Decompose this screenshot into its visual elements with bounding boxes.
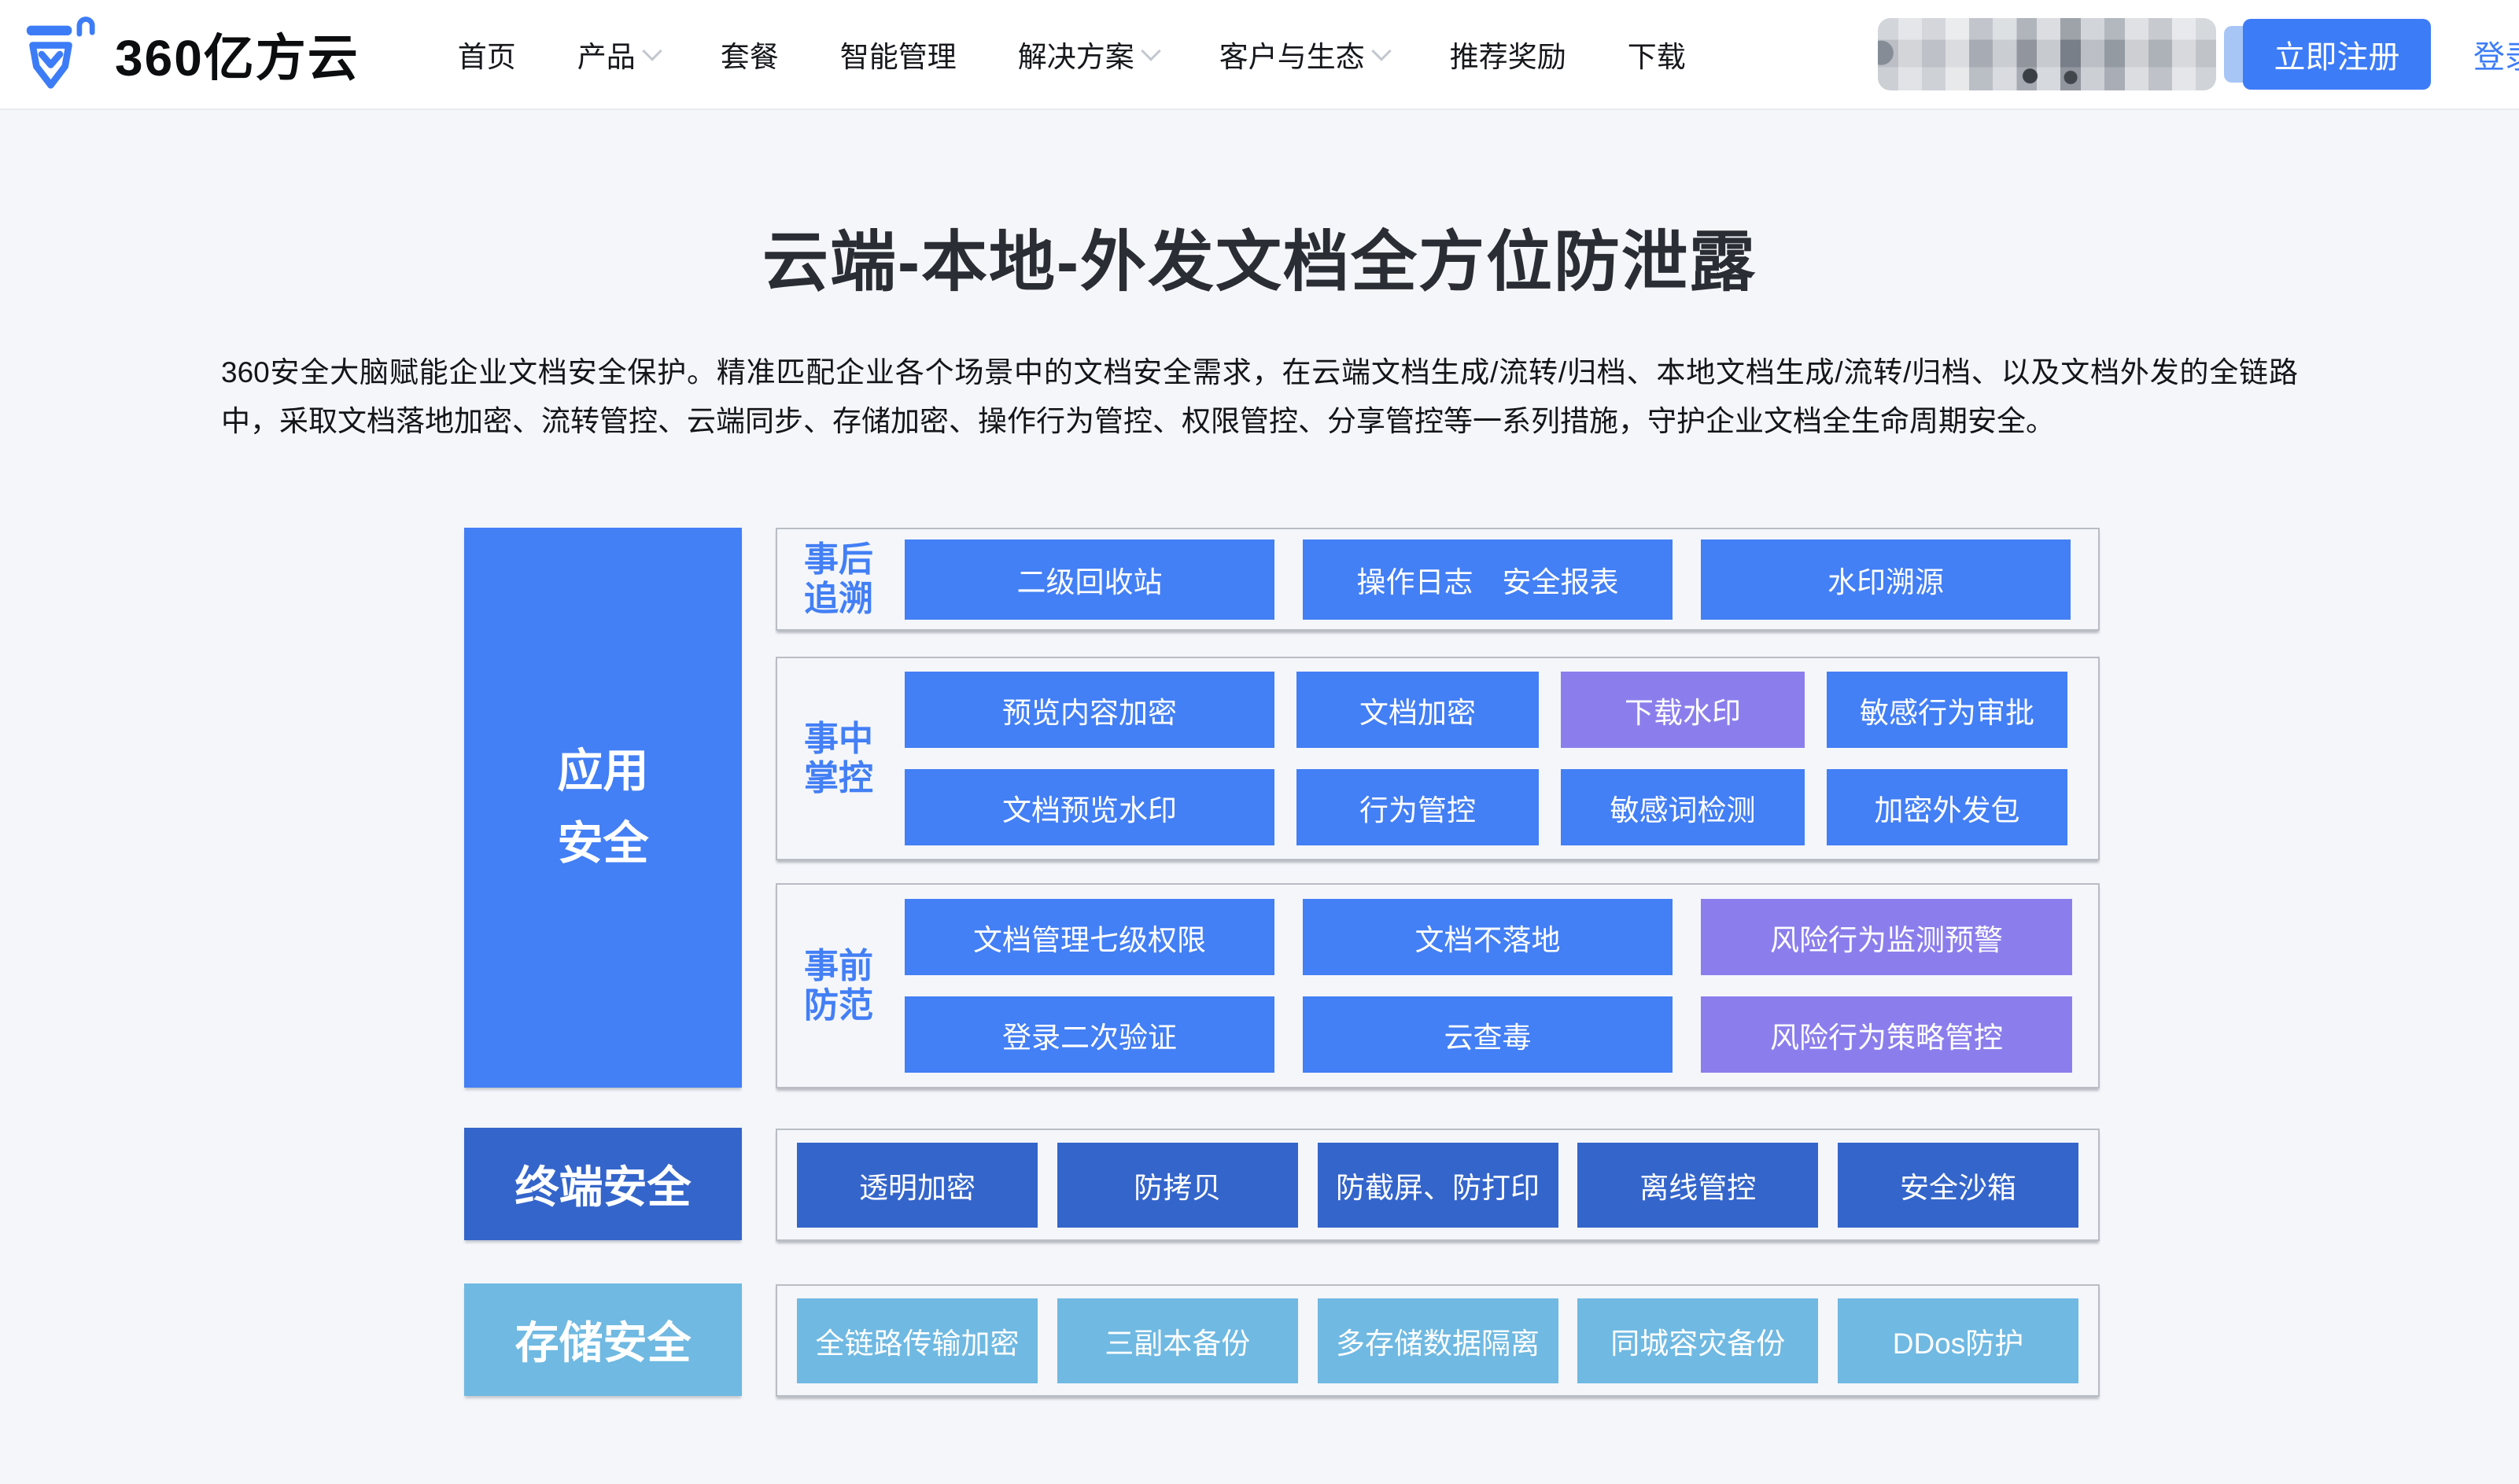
category-label: 终端安全 bbox=[514, 1162, 692, 1212]
page-description: 360安全大脑赋能企业文档安全保护。精准匹配企业各个场景中的文档安全需求，在云端… bbox=[221, 356, 2298, 437]
main-nav: 首页 产品 套餐 智能管理 解决方案 客户与生态 推荐奖励 下载 bbox=[458, 33, 1686, 75]
blurred-phone-number bbox=[1878, 18, 2216, 90]
feature-grid: 透明加密 防拷贝 防截屏、防打印 离线管控 安全沙箱 bbox=[797, 1142, 2078, 1228]
feature-block: 多存储数据隔离 bbox=[1317, 1298, 1558, 1383]
feature-block: 同城容灾备份 bbox=[1577, 1298, 1819, 1383]
register-button[interactable]: 立即注册 bbox=[2243, 19, 2431, 90]
feature-block: DDos防护 bbox=[1838, 1298, 2078, 1383]
feature-block-highlight: 风险行为监测预警 bbox=[1701, 899, 2072, 975]
category-app-security: 应用安全 bbox=[464, 528, 742, 1088]
logo-icon bbox=[26, 17, 95, 89]
stage-label: 事后追溯 bbox=[804, 539, 873, 618]
page-title: 云端-本地-外发文档全方位防泄露 bbox=[762, 225, 1757, 299]
security-diagram: 应用安全 终端安全 存储安全 事后追溯 二级回收站 操作日志 安全报表 水印溯源… bbox=[464, 528, 2519, 1397]
feature-block: 敏感词检测 bbox=[1561, 769, 1805, 845]
nav-label: 套餐 bbox=[720, 41, 779, 73]
feature-block: 操作日志 安全报表 bbox=[1303, 539, 1673, 620]
nav-label: 首页 bbox=[457, 41, 516, 73]
nav-label: 推荐奖励 bbox=[1449, 41, 1566, 73]
nav-item-download[interactable]: 下载 bbox=[1628, 33, 1686, 75]
feature-block: 三副本备份 bbox=[1057, 1298, 1298, 1383]
feature-block: 行为管控 bbox=[1296, 769, 1539, 845]
feature-grid: 文档管理七级权限 文档不落地 风险行为监测预警 登录二次验证 云查毒 风险行为策… bbox=[905, 899, 2072, 1073]
feature-block: 水印溯源 bbox=[1701, 539, 2071, 620]
feature-grid: 二级回收站 操作日志 安全报表 水印溯源 bbox=[905, 539, 2071, 620]
feature-block: 加密外发包 bbox=[1827, 769, 2067, 845]
nav-label: 客户与生态 bbox=[1219, 41, 1365, 73]
category-terminal-security: 终端安全 bbox=[464, 1128, 742, 1240]
category-column: 应用安全 终端安全 存储安全 bbox=[464, 528, 742, 1397]
feature-block: 防截屏、防打印 bbox=[1317, 1142, 1558, 1228]
top-navbar: 360亿方云 首页 产品 套餐 智能管理 解决方案 客户与生态 推荐奖励 下载 … bbox=[0, 0, 2519, 110]
feature-block: 离线管控 bbox=[1577, 1142, 1819, 1228]
nav-item-products[interactable]: 产品 bbox=[577, 33, 662, 75]
feature-block: 文档加密 bbox=[1296, 672, 1539, 748]
panel-storage-security: 全链路传输加密 三副本备份 多存储数据隔离 同城容灾备份 DDos防护 bbox=[776, 1284, 2100, 1397]
feature-block: 敏感行为审批 bbox=[1827, 672, 2067, 748]
feature-block: 安全沙箱 bbox=[1838, 1142, 2078, 1228]
feature-block: 云查毒 bbox=[1303, 996, 1673, 1073]
nav-item-plans[interactable]: 套餐 bbox=[721, 33, 779, 75]
feature-block: 二级回收站 bbox=[905, 539, 1274, 620]
stage-label: 事前防范 bbox=[804, 946, 873, 1025]
nav-item-solutions[interactable]: 解决方案 bbox=[1017, 33, 1161, 75]
chevron-down-icon bbox=[1371, 41, 1392, 61]
panel-pre-event-prevention: 事前防范 文档管理七级权限 文档不落地 风险行为监测预警 登录二次验证 云查毒 … bbox=[776, 883, 2100, 1088]
login-link[interactable]: 登录 bbox=[2473, 40, 2519, 75]
feature-block: 全链路传输加密 bbox=[797, 1298, 1038, 1383]
feature-panels: 事后追溯 二级回收站 操作日志 安全报表 水印溯源 事中掌控 预览内容加密 文档… bbox=[776, 528, 2100, 1397]
header-right: 立即注册 登录 bbox=[1878, 18, 2519, 90]
feature-block-highlight: 下载水印 bbox=[1561, 672, 1805, 748]
stage-label: 事中掌控 bbox=[804, 719, 873, 797]
feature-block: 登录二次验证 bbox=[905, 996, 1274, 1073]
feature-block: 文档不落地 bbox=[1303, 899, 1673, 975]
logo[interactable]: 360亿方云 bbox=[24, 16, 360, 93]
nav-label: 产品 bbox=[577, 41, 636, 73]
nav-item-smart-management[interactable]: 智能管理 bbox=[840, 33, 957, 75]
category-label: 存储安全 bbox=[514, 1318, 692, 1368]
feature-block: 透明加密 bbox=[797, 1142, 1038, 1228]
feature-block-highlight: 风险行为策略管控 bbox=[1701, 996, 2072, 1073]
panel-post-event-tracing: 事后追溯 二级回收站 操作日志 安全报表 水印溯源 bbox=[776, 528, 2100, 631]
chevron-down-icon bbox=[642, 41, 662, 61]
panel-in-event-control: 事中掌控 预览内容加密 文档加密 下载水印 敏感行为审批 文档预览水印 行为管控… bbox=[776, 657, 2100, 860]
nav-label: 解决方案 bbox=[1017, 41, 1134, 73]
panel-terminal-security: 透明加密 防拷贝 防截屏、防打印 离线管控 安全沙箱 bbox=[776, 1129, 2100, 1241]
nav-item-customers-ecosystem[interactable]: 客户与生态 bbox=[1219, 33, 1392, 75]
feature-grid: 全链路传输加密 三副本备份 多存储数据隔离 同城容灾备份 DDos防护 bbox=[797, 1298, 2078, 1383]
feature-grid: 预览内容加密 文档加密 下载水印 敏感行为审批 文档预览水印 行为管控 敏感词检… bbox=[905, 672, 2067, 845]
category-storage-security: 存储安全 bbox=[464, 1283, 742, 1396]
nav-label: 智能管理 bbox=[839, 41, 957, 73]
feature-block: 防拷贝 bbox=[1057, 1142, 1298, 1228]
main-content: 云端-本地-外发文档全方位防泄露 360安全大脑赋能企业文档安全保护。精准匹配企… bbox=[0, 209, 2519, 1397]
feature-block: 文档管理七级权限 bbox=[905, 899, 1274, 975]
logo-text: 360亿方云 bbox=[115, 30, 360, 87]
nav-label: 下载 bbox=[1627, 41, 1686, 73]
chevron-down-icon bbox=[1141, 41, 1161, 61]
nav-item-referral-rewards[interactable]: 推荐奖励 bbox=[1450, 33, 1566, 75]
feature-block: 预览内容加密 bbox=[905, 672, 1274, 748]
category-label: 应用安全 bbox=[557, 746, 649, 869]
nav-item-home[interactable]: 首页 bbox=[458, 33, 516, 75]
feature-block: 文档预览水印 bbox=[905, 769, 1274, 845]
